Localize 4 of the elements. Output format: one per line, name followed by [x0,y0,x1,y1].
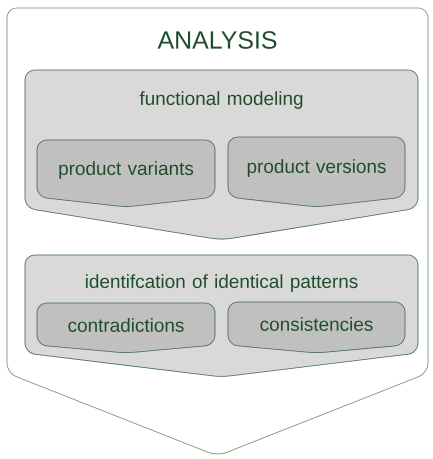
chevron-tab: product versions [228,136,406,207]
chevron-tab: contradictions [36,302,216,353]
chevron-tab: consistencies [228,302,406,353]
chevron-tab: product variants [36,140,216,207]
